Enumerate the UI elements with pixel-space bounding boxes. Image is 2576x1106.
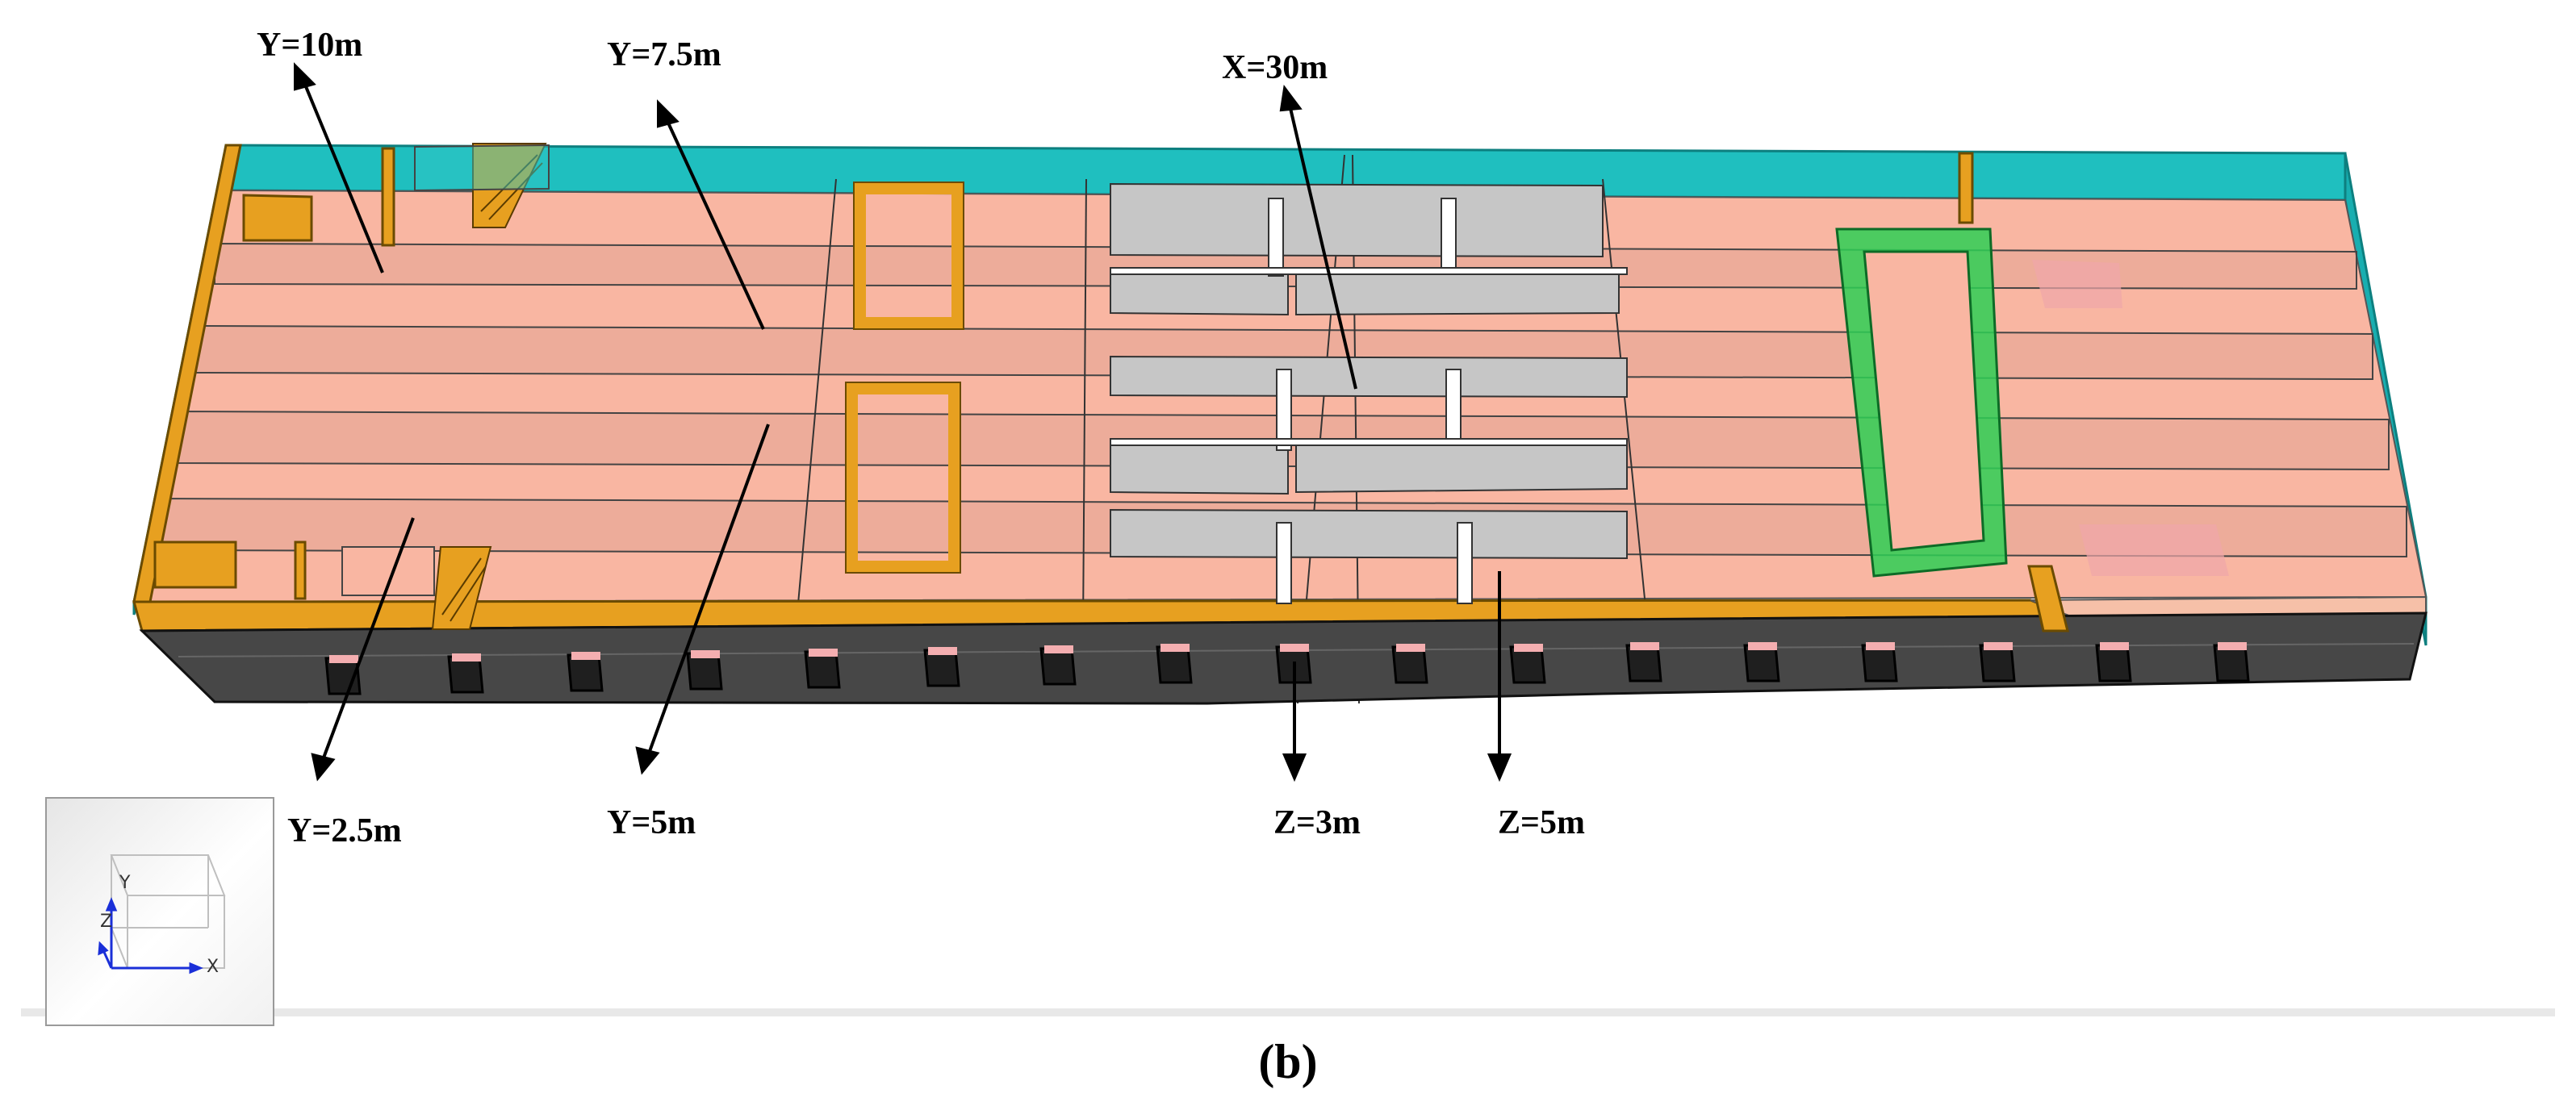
windows: [324, 644, 2250, 695]
axis-label-z: Z: [100, 912, 113, 932]
orange-frames: [847, 183, 963, 572]
label-x-30m: X=30m: [1222, 49, 1328, 86]
building-model: [132, 62, 2428, 783]
label-y-5m: Y=5m: [607, 804, 696, 841]
annotation-arrows: [294, 62, 1512, 783]
label-y-7-5m: Y=7.5m: [607, 36, 721, 73]
left-orange-frame: [132, 144, 395, 603]
3d-viewport[interactable]: Y Z X: [21, 18, 2555, 1026]
axis-label-x: X: [207, 957, 220, 977]
label-z-3m: Z=3m: [1273, 804, 1361, 841]
label-z-5m: Z=5m: [1498, 804, 1585, 841]
axis-triad-icon: [98, 854, 226, 975]
label-y-2-5m: Y=2.5m: [287, 812, 402, 849]
label-y-10m: Y=10m: [257, 27, 363, 64]
axis-label-y: Y: [119, 873, 131, 893]
orientation-cube[interactable]: Y Z X: [45, 797, 274, 1026]
figure-caption: (b): [1258, 1035, 1318, 1088]
